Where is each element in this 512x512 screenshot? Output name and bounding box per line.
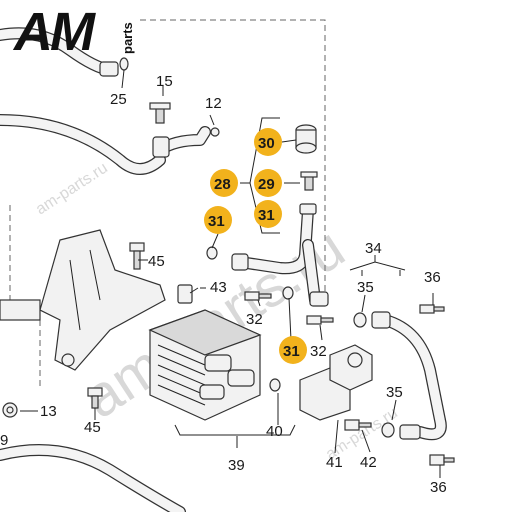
callout-12: 12 xyxy=(205,95,222,112)
callout-42: 42 xyxy=(360,454,377,471)
pipe-bracket xyxy=(149,102,220,158)
o-ring-icon xyxy=(119,57,129,71)
highlight-28 xyxy=(210,169,238,197)
callout-28: 28 xyxy=(214,176,231,193)
bolt-42 xyxy=(344,419,372,431)
callout-35-lower: 35 xyxy=(386,384,403,401)
callout-30: 30 xyxy=(258,135,275,152)
bolt-36-upper xyxy=(419,304,445,314)
dashed-outline-top xyxy=(140,19,326,305)
callout-32-left: 32 xyxy=(246,311,263,328)
coolant-hose-upper xyxy=(0,27,166,175)
callout-labels: 25 15 12 30 28 29 31 31 31 45 43 32 32 3… xyxy=(0,73,447,496)
filter-housing xyxy=(299,344,373,421)
valve-29 xyxy=(300,171,318,191)
heat-shield xyxy=(0,229,166,418)
callout-13: 13 xyxy=(40,403,57,420)
callout-29: 29 xyxy=(258,176,275,193)
highlight-31-bottom xyxy=(279,336,307,364)
highlight-31-right xyxy=(254,200,282,228)
watermark-small-left: am-parts.ru xyxy=(33,160,111,219)
callout-9: 9 xyxy=(0,432,8,449)
callout-43: 43 xyxy=(210,279,227,296)
central-pipe xyxy=(206,124,329,307)
logo-sub: parts xyxy=(120,22,135,54)
logo-brand: AM xyxy=(12,2,96,62)
callout-35-upper: 35 xyxy=(357,279,374,296)
o-ring-icon xyxy=(269,378,281,392)
bolt-45-upper xyxy=(129,242,145,270)
pipe-assembly xyxy=(353,311,447,441)
clip-43 xyxy=(177,284,193,304)
bolt-36-lower xyxy=(429,454,455,466)
callout-31-bottom: 31 xyxy=(283,343,300,360)
hose-clamp xyxy=(99,61,119,77)
callout-34: 34 xyxy=(365,240,382,257)
highlight-31-left xyxy=(204,206,232,234)
dashed-outlines xyxy=(9,19,326,390)
callout-31-right: 31 xyxy=(258,207,275,224)
callout-45-lower: 45 xyxy=(84,419,101,436)
callout-15: 15 xyxy=(156,73,173,90)
cap-30 xyxy=(295,124,317,154)
callout-45-upper: 45 xyxy=(148,253,165,270)
callout-40: 40 xyxy=(266,423,283,440)
leader-lines xyxy=(20,69,441,478)
highlight-markers xyxy=(204,128,307,364)
bolt-32-left xyxy=(244,291,272,301)
callout-36-lower: 36 xyxy=(430,479,447,496)
callout-31-left: 31 xyxy=(208,213,225,230)
callout-32-right: 32 xyxy=(310,343,327,360)
bolt-32-right xyxy=(306,315,334,325)
callout-39: 39 xyxy=(228,457,245,474)
callout-41: 41 xyxy=(326,454,343,471)
callout-25: 25 xyxy=(110,91,127,108)
oil-cooler xyxy=(148,309,281,421)
am-parts-logo: AM parts xyxy=(12,2,135,62)
highlight-30 xyxy=(254,128,282,156)
coolant-hose-lower xyxy=(0,444,186,512)
callout-36-upper: 36 xyxy=(424,269,441,286)
highlight-29 xyxy=(254,169,282,197)
o-ring-icon xyxy=(353,312,367,328)
